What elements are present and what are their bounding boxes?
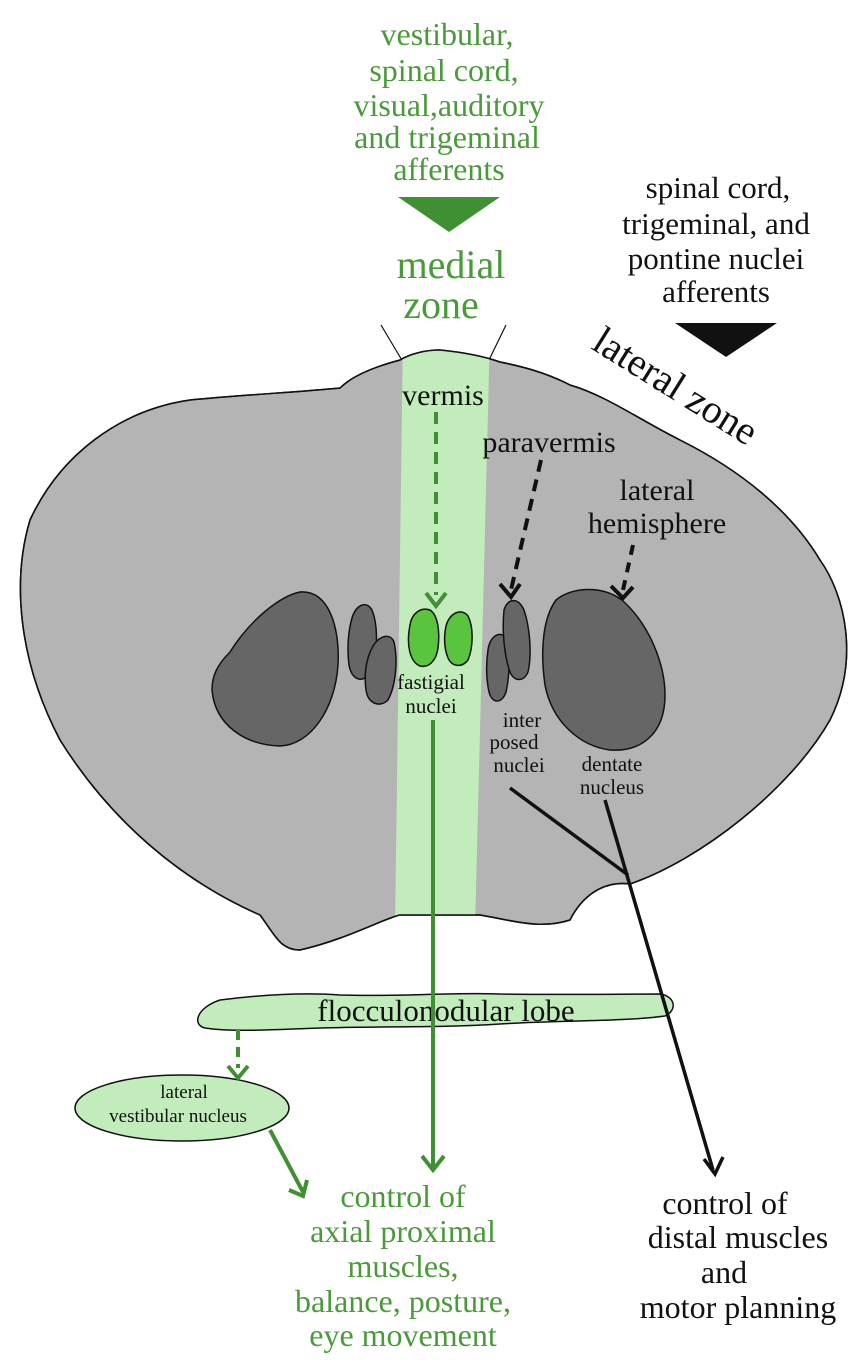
dentate-output-arrow bbox=[603, 799, 715, 1171]
interposed-label: inter bbox=[503, 708, 541, 732]
left-dentate-nucleus bbox=[211, 591, 339, 747]
paravermis-arrowhead bbox=[498, 582, 522, 601]
top-afferents-line: visual,auditory bbox=[353, 87, 544, 123]
output-green-line: eye movement bbox=[309, 1317, 497, 1353]
output-green-line: axial proximal bbox=[310, 1213, 496, 1249]
vermis-arrowhead bbox=[424, 591, 448, 610]
output-black-line: and bbox=[701, 1254, 747, 1290]
output-green-line: balance, posture, bbox=[295, 1283, 511, 1319]
lateral-afferents-arrowhead bbox=[675, 323, 777, 357]
right-interposed-nucleus-1 bbox=[485, 633, 510, 702]
lateral-hemisphere-label: hemisphere bbox=[588, 507, 726, 540]
lateral-afferents-label: spinal cord, trigeminal, and pontine nuc… bbox=[622, 170, 810, 309]
dentate-label: dentate bbox=[582, 752, 643, 776]
fastigial-nucleus-left bbox=[407, 608, 440, 668]
vermis-band bbox=[395, 350, 490, 930]
output-green-label: control of axial proximal muscles, balan… bbox=[295, 1178, 511, 1353]
lateral-vestibular-label: vestibular nucleus bbox=[109, 1106, 247, 1127]
paravermis-label: paravermis bbox=[482, 426, 615, 459]
output-black-line: control of bbox=[662, 1185, 788, 1221]
interposed-label: posed bbox=[490, 730, 539, 754]
top-afferents-line: and trigeminal bbox=[354, 119, 540, 155]
medial-zone-divider-right bbox=[487, 324, 507, 363]
output-green-line: muscles, bbox=[347, 1248, 458, 1284]
medial-zone-label: medial zone bbox=[397, 242, 506, 327]
lateral-afferents-line: pontine nuclei bbox=[628, 241, 805, 276]
dentate-output-arrowhead bbox=[702, 1156, 725, 1178]
vestibular-output-arrow bbox=[268, 1129, 305, 1193]
top-afferents-line: spinal cord, bbox=[369, 52, 518, 88]
vermis-label: vermis bbox=[402, 379, 484, 412]
top-afferents-line: afferents bbox=[393, 151, 504, 187]
fastigial-nucleus-right bbox=[443, 611, 473, 667]
left-interposed-nucleus-2 bbox=[364, 635, 397, 705]
output-black-line: distal muscles bbox=[648, 1219, 828, 1255]
medial-zone-divider-left bbox=[380, 324, 404, 363]
fastigial-label: fastigial bbox=[397, 670, 465, 694]
top-afferents-label: vestibular, spinal cord, visual,auditory… bbox=[353, 16, 544, 187]
output-black-label: control of distal muscles and motor plan… bbox=[640, 1185, 836, 1325]
interposed-label: nuclei bbox=[493, 753, 544, 777]
paravermis-dashed-arrow bbox=[509, 459, 543, 591]
medial-zone-line: zone bbox=[403, 282, 479, 327]
vestibular-output-arrowhead bbox=[288, 1179, 309, 1199]
lateral-afferents-line: trigeminal, and bbox=[622, 206, 810, 241]
lateral-hemisphere-arrowhead bbox=[609, 584, 635, 601]
fastigial-label: nuclei bbox=[405, 694, 456, 718]
lateral-afferents-line: spinal cord, bbox=[646, 170, 791, 205]
lateral-afferents-line: afferents bbox=[662, 274, 770, 309]
top-afferents-line: vestibular, bbox=[381, 16, 514, 52]
right-dentate-nucleus bbox=[541, 588, 666, 751]
flocculonodular-lobe bbox=[196, 992, 674, 1032]
top-afferents-arrowhead bbox=[398, 197, 500, 232]
fastigial-output-arrowhead bbox=[420, 1154, 446, 1174]
lateral-vestibular-label: lateral bbox=[160, 1082, 207, 1103]
interposed-output-line bbox=[508, 786, 630, 877]
flocculonodular-label: flocculonodular lobe bbox=[317, 993, 574, 1028]
lateral-vestibular-nucleus bbox=[74, 1074, 290, 1142]
output-black-line: motor planning bbox=[640, 1289, 836, 1325]
right-interposed-nucleus-2 bbox=[502, 599, 531, 681]
output-green-line: control of bbox=[340, 1178, 466, 1214]
lateral-hemisphere-dashed-arrow bbox=[621, 544, 635, 591]
dentate-label: nucleus bbox=[580, 775, 644, 799]
flocculonodular-arrowhead bbox=[226, 1064, 250, 1082]
lateral-hemisphere-label: lateral bbox=[620, 474, 695, 507]
medial-zone-line: medial bbox=[397, 242, 506, 287]
